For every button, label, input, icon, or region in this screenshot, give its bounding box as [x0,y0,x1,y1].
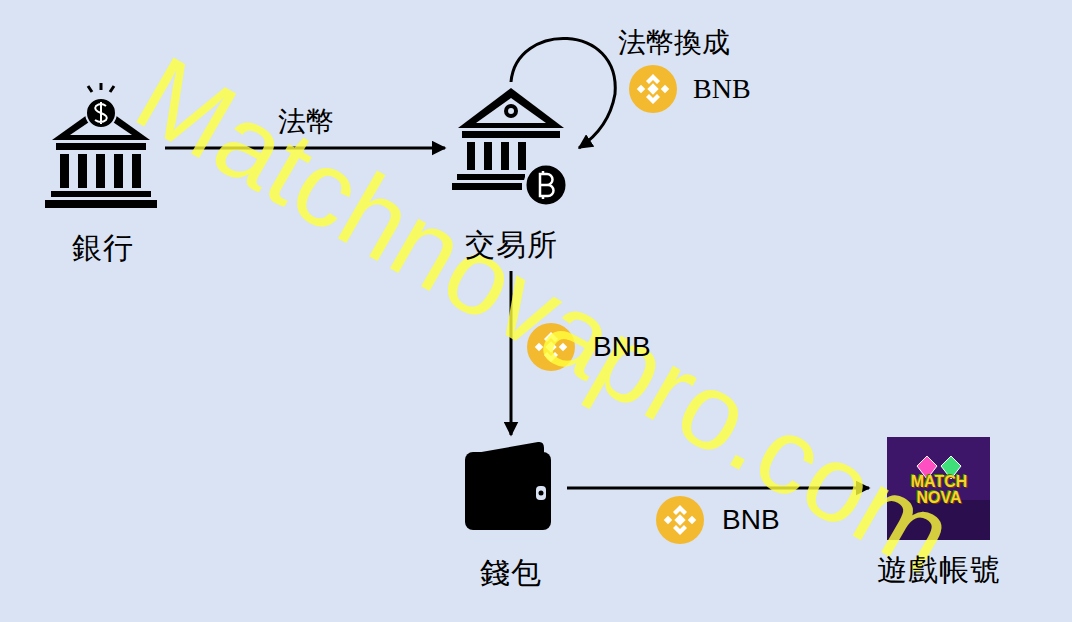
node-label: 錢包 [476,555,546,591]
node-label: 交易所 [461,227,562,263]
node-box: 交易所 [445,82,577,267]
node-box: 錢包 [455,435,567,595]
edge-label: 法幣 [278,104,334,140]
wallet-icon [465,442,551,530]
exchange-icon [452,88,567,206]
arrow-connector [511,38,615,148]
edge-label: BNB [722,502,780,538]
watermark: Matchnovapro.com [117,33,972,596]
node-box: MATCH NOVA 遊戲帳號 [869,432,1009,592]
node-box: 銀行 [40,85,165,270]
edge-label: BNB [593,329,651,365]
edge-label: 法幣換成 BNB [618,20,768,112]
node-label: 遊戲帳號 [873,552,1005,588]
node-label: 銀行 [68,230,138,266]
logo-text: MATCH NOVA [904,474,974,506]
